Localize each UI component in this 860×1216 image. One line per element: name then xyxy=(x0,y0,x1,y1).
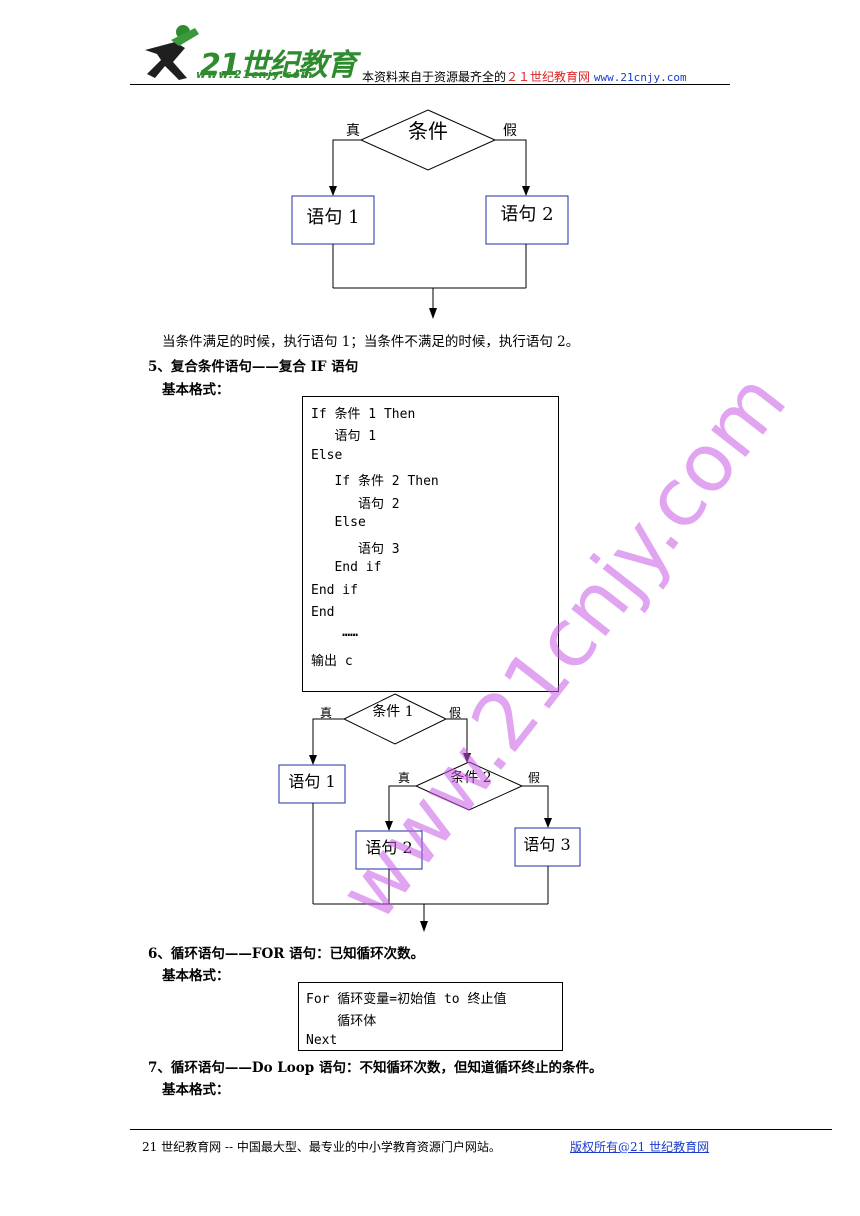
code-line: End if xyxy=(311,583,358,598)
statement-1-box xyxy=(278,764,346,804)
statement-2-box xyxy=(355,830,423,870)
code-block-compound-if: If 条件 1 Then 语句 1 Else If 条件 2 Then 语句 2… xyxy=(302,396,559,692)
statement-1-label: 语句 1 xyxy=(288,772,335,791)
statement-3-label: 语句 3 xyxy=(523,835,570,854)
arrow-head xyxy=(522,186,530,196)
false-label: 假 xyxy=(503,123,517,139)
code-line: …… xyxy=(311,625,358,640)
code-line: Else xyxy=(311,515,366,530)
logo-text: 21世纪教育 xyxy=(200,48,357,83)
code-line: 循环体 xyxy=(306,1014,377,1029)
logo-url: www.21cnjy.com xyxy=(196,68,314,81)
condition-1-diamond xyxy=(342,693,448,745)
statement-3-box xyxy=(514,827,581,867)
header-note: 本资料来自于资源最齐全的２１世纪教育网 www.21cnjy.com xyxy=(362,68,687,85)
code-line: If 条件 2 Then xyxy=(311,474,439,489)
arrow-head xyxy=(544,818,552,828)
footer-copyright-link[interactable]: 版权所有@21 世纪教育网 xyxy=(570,1140,710,1154)
condition-2-diamond xyxy=(414,761,524,811)
section-5-format-label: 基本格式： xyxy=(162,382,230,398)
condition-2-label: 条件 2 xyxy=(450,769,491,786)
footer-rule xyxy=(130,1129,832,1130)
arrow-head xyxy=(309,755,317,765)
code-line: If 条件 1 Then xyxy=(311,407,416,422)
header-note-site: ２１世纪教育网 xyxy=(506,70,591,84)
condition-diamond xyxy=(359,109,497,171)
statement-1-label: 语句 1 xyxy=(306,207,359,228)
header-link[interactable]: www.21cnjy.com xyxy=(593,71,687,84)
code-line: End xyxy=(311,605,335,620)
section-7-heading: 7、循环语句——Do Loop 语句：不知循环次数，但知道循环终止的条件。 xyxy=(148,1060,603,1076)
code-line: End if xyxy=(311,560,382,575)
section-5-heading: 5、复合条件语句——复合 IF 语句 xyxy=(148,359,359,375)
paragraph-if-else: 当条件满足的时候，执行语句 1；当条件不满足的时候，执行语句 2。 xyxy=(162,334,580,350)
section-6-heading: 6、循环语句——FOR 语句：已知循环次数。 xyxy=(148,946,425,962)
arrow-head xyxy=(329,186,337,196)
arrow-head xyxy=(429,308,437,319)
code-block-for-loop: For 循环变量=初始值 to 终止值 循环体 Next xyxy=(298,982,563,1051)
logo-runner-icon xyxy=(145,25,199,80)
code-line: Else xyxy=(311,448,343,463)
statement-1-box xyxy=(291,195,375,245)
condition-label: 条件 xyxy=(408,119,448,143)
header-rule xyxy=(130,84,730,85)
statement-2-box xyxy=(485,195,569,245)
footer-text: 21 世纪教育网 -- 中国最大型、最专业的中小学教育资源门户网站。 xyxy=(142,1140,501,1154)
code-line: 输出 c xyxy=(311,654,353,669)
arrow-head xyxy=(420,921,428,932)
flowchart-if-else: 条件 真 假 语句 1 语句 2 xyxy=(291,109,569,319)
false-label: 假 xyxy=(449,706,461,720)
statement-2-label: 语句 2 xyxy=(500,204,553,225)
arrow-head xyxy=(463,753,471,763)
arrow-head xyxy=(385,821,393,831)
true-label: 真 xyxy=(346,123,360,139)
true-label: 真 xyxy=(320,706,332,720)
header-note-prefix: 本资料来自于资源最齐全的 xyxy=(362,70,507,84)
false-label: 假 xyxy=(528,771,540,785)
true-label: 真 xyxy=(398,771,410,785)
code-line: For 循环变量=初始值 to 终止值 xyxy=(306,992,507,1007)
statement-2-label: 语句 2 xyxy=(365,838,412,857)
code-line: Next xyxy=(306,1033,338,1048)
code-line: 语句 3 xyxy=(311,542,400,557)
section-6-format-label: 基本格式： xyxy=(162,968,230,984)
condition-1-label: 条件 1 xyxy=(372,703,413,720)
code-line: 语句 2 xyxy=(311,497,400,512)
flowchart-compound-if: 条件 1 真 假 语句 1 条件 2 真 假 语句 2 语句 3 xyxy=(278,693,581,932)
section-7-format-label: 基本格式： xyxy=(162,1082,230,1098)
code-line: 语句 1 xyxy=(311,429,377,444)
